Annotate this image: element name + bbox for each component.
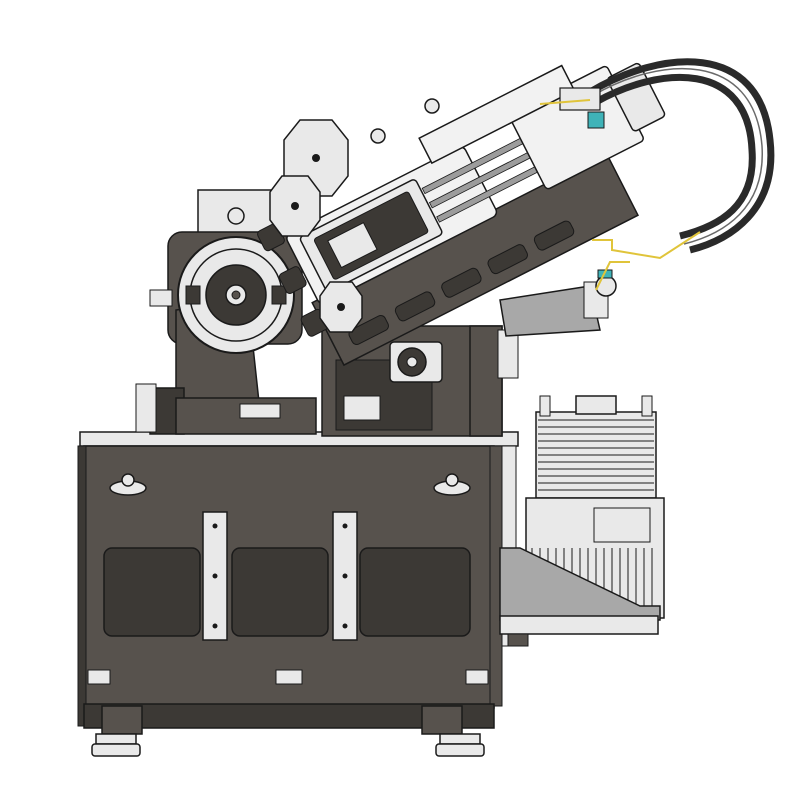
lifting-eye-icon	[433, 473, 471, 496]
base-tab	[465, 669, 489, 685]
brace-bolt	[212, 573, 218, 579]
machine-base	[77, 431, 519, 735]
cooler-post	[641, 395, 653, 417]
leveling-foot-icon	[91, 733, 141, 757]
base-brace-left	[202, 511, 228, 641]
brace-bolt	[342, 623, 348, 629]
base-tab	[87, 669, 111, 685]
turret-bolt	[312, 154, 320, 162]
base-foot-block	[421, 705, 463, 735]
base-pocket-right	[359, 547, 471, 637]
chuck-icon	[177, 236, 295, 354]
brace-bolt	[212, 523, 218, 529]
base-foot-block	[101, 705, 143, 735]
inclined-head	[257, 62, 666, 367]
cooler-top	[575, 395, 617, 415]
saddle-block	[343, 395, 381, 421]
headstock	[135, 189, 317, 435]
tank-label	[593, 507, 651, 543]
tool-holder	[278, 266, 307, 294]
yellow-line	[539, 99, 591, 105]
slide-slot	[441, 267, 482, 298]
cooler-fins	[538, 419, 654, 491]
headstock-bracket	[149, 289, 173, 307]
hose	[588, 58, 775, 254]
hydraulic-unit-icon	[499, 395, 665, 647]
base-pocket-middle	[231, 547, 329, 637]
saddle	[321, 325, 519, 437]
headstock-side-rail	[135, 383, 157, 433]
yellow-line	[595, 261, 630, 291]
hose	[594, 74, 756, 240]
head-top-cover	[418, 64, 576, 165]
brace-bolt	[212, 623, 218, 629]
lifting-eye-icon	[370, 128, 386, 144]
slide-slot	[348, 315, 389, 345]
cooler-post	[539, 395, 551, 417]
hydraulic-hoses	[539, 58, 775, 291]
head-support-bracket	[499, 269, 617, 337]
hose-fitting	[587, 111, 605, 129]
motor-icon	[389, 341, 443, 383]
hose-highlight	[591, 67, 763, 245]
tank-shelf-foot	[507, 633, 529, 647]
saddle-right-cap	[497, 329, 519, 379]
lifting-eye-icon	[109, 473, 147, 496]
brace-bolt	[342, 523, 348, 529]
headstock-foot-slot	[239, 403, 281, 419]
hose-fitting	[559, 87, 601, 111]
tank-shelf	[499, 615, 659, 635]
head-window-insert	[327, 222, 378, 269]
yellow-line	[592, 231, 701, 260]
turret-bolt	[337, 303, 345, 311]
saddle-right-post	[469, 325, 503, 437]
leveling-foot-icon	[435, 733, 485, 757]
lifting-eye-icon	[227, 207, 245, 225]
slide-slot	[394, 291, 436, 322]
base-left-flange	[77, 445, 87, 727]
turret-bolt	[291, 202, 299, 210]
lifting-eye-icon	[424, 98, 440, 114]
base-pocket-left	[103, 547, 201, 637]
base-tab	[275, 669, 303, 685]
brace-bolt	[342, 573, 348, 579]
slide-slot	[487, 244, 528, 275]
slide-slot	[533, 220, 575, 251]
turret-plate	[269, 119, 363, 333]
